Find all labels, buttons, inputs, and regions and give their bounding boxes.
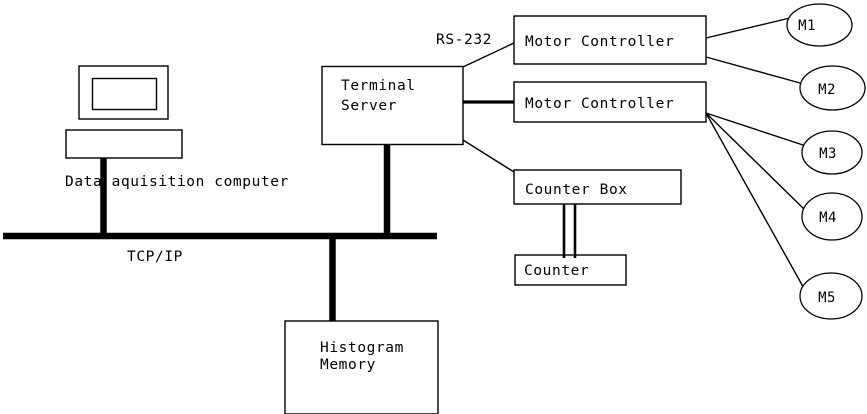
motor-controller-1-label: Motor Controller (525, 34, 674, 50)
monitor-screen (91, 77, 158, 111)
motor-node-m3 (801, 130, 863, 175)
counter-label: Counter (524, 263, 589, 279)
link-mc2-to-m4 (705, 112, 806, 211)
histogram-memory-box (284, 320, 439, 414)
tcpip-bus-label: TCP/IP (127, 249, 183, 265)
terminal-server-label-line2: Server (341, 98, 397, 114)
link-mc2-to-m3 (705, 112, 807, 147)
link-mc2-to-m5 (705, 112, 807, 293)
terminal-server-label-line1: Terminal (341, 78, 416, 94)
motor-node-m1 (786, 3, 853, 47)
rs232-link-label: RS-232 (436, 32, 492, 48)
motor-label-m2: M2 (818, 82, 836, 98)
motor-label-m5: M5 (818, 290, 836, 306)
motor-label-m3: M3 (819, 146, 837, 162)
counter-box-box (513, 169, 682, 205)
histogram-memory-label-line1: Histogram (320, 340, 404, 356)
motor-node-m5 (799, 272, 863, 320)
counter-box (514, 254, 627, 286)
computer-base-unit (65, 129, 183, 159)
motor-controller-1-box (513, 15, 707, 65)
motor-node-m2 (799, 65, 866, 111)
motor-label-m4: M4 (819, 210, 837, 226)
link-mc1-to-m1 (705, 17, 791, 39)
motor-controller-2-label: Motor Controller (525, 96, 674, 112)
link-mc1-to-m2 (705, 56, 801, 84)
link-terminal-server-to-mc1 (462, 42, 515, 68)
motor-label-m1: M1 (798, 18, 816, 34)
computer-caption-label: Data aquisition computer (65, 174, 289, 190)
counter-box-label: Counter Box (525, 182, 628, 198)
histogram-memory-label-line2: Memory (320, 357, 376, 373)
link-terminal-server-to-counter-box (462, 139, 515, 173)
motor-node-m4 (801, 192, 863, 241)
terminal-server-box (321, 65, 464, 146)
